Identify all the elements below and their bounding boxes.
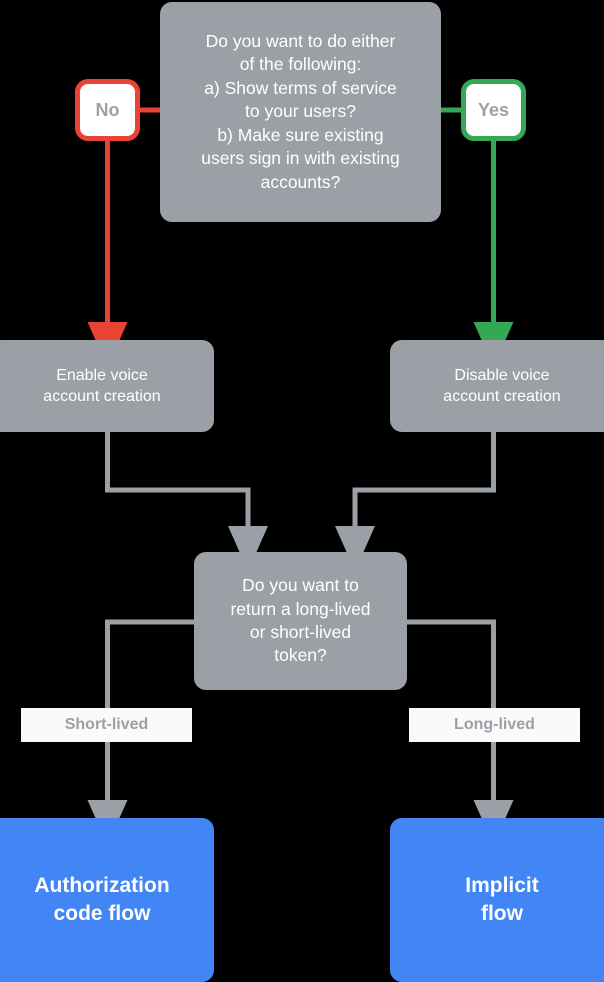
node-disable-voice-account-creation-text: Disable voice account creation [443,366,561,405]
edge-label-long-lived-text: Long-lived [454,716,535,733]
badge-no-label: No [95,99,120,120]
node-authorization-code-flow-text: Authorization code flow [34,873,170,925]
node-authorization-code-flow[interactable]: Authorization code flow [0,818,214,982]
badge-no[interactable]: No [75,79,140,141]
node-disable-voice-account-creation[interactable]: Disable voice account creation [390,340,604,432]
node-implicit-flow-text: Implicit flow [465,873,539,925]
edge-label-short-lived: Short-lived [21,708,192,742]
node-enable-voice-account-creation-text: Enable voice account creation [43,366,161,405]
edge-enable-to-token [105,432,268,571]
badge-yes[interactable]: Yes [461,79,526,141]
node-top-decision[interactable]: Do you want to do either of the followin… [160,2,441,222]
node-top-decision-text: Do you want to do either of the followin… [201,30,400,192]
badge-yes-label: Yes [477,99,510,120]
node-implicit-flow[interactable]: Implicit flow [390,818,604,982]
edge-label-short-lived-text: Short-lived [64,716,149,733]
edge-disable-to-token [335,432,496,571]
node-enable-voice-account-creation[interactable]: Enable voice account creation [0,340,214,432]
edge-label-long-lived: Long-lived [409,708,580,742]
node-token-decision[interactable]: Do you want to return a long-lived or sh… [194,552,407,690]
node-token-decision-text: Do you want to return a long-lived or sh… [230,575,371,666]
